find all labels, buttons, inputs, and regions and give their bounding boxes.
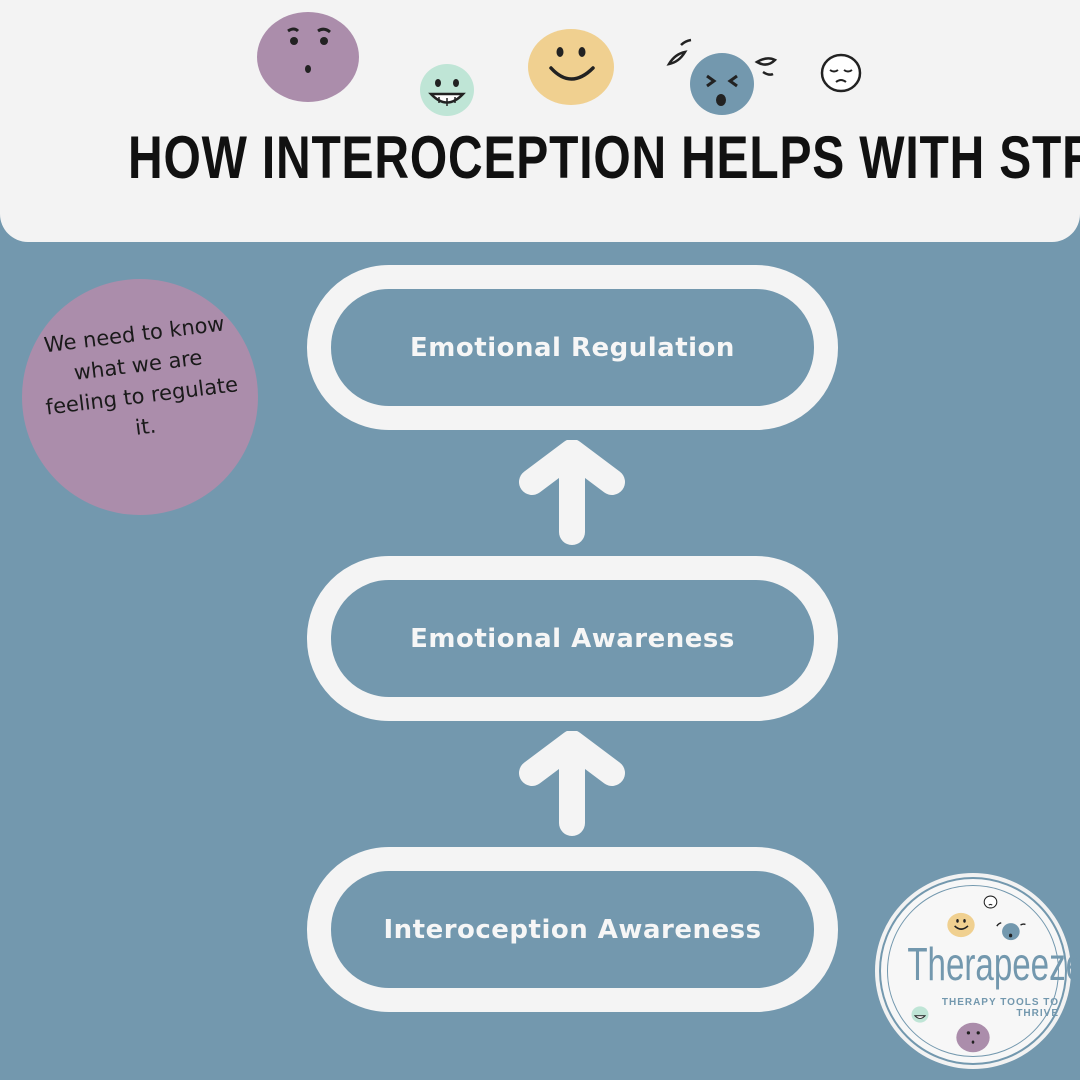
arrow-up-icon bbox=[519, 731, 625, 837]
logo-sad-face-icon bbox=[983, 895, 998, 909]
step-label: Interoception Awareness bbox=[383, 914, 762, 945]
logo-name: Therapeeze bbox=[907, 938, 1080, 990]
step-label: Emotional Regulation bbox=[410, 332, 735, 363]
brand-logo: Therapeeze THERAPY TOOLS TO THRIVE bbox=[879, 877, 1080, 1065]
header-panel: HOW INTEROCEPTION HELPS WITH STRONG EMOT… bbox=[0, 0, 1080, 242]
logo-ring bbox=[887, 885, 1059, 1057]
logo-tagline: THERAPY TOOLS TO THRIVE bbox=[941, 997, 1059, 1019]
page-title: HOW INTEROCEPTION HELPS WITH STRONG EMOT… bbox=[128, 124, 1080, 191]
logo-worried-face-icon bbox=[956, 1022, 990, 1053]
step-emotional-regulation: Emotional Regulation bbox=[307, 265, 838, 430]
step-interoception-awareness: Interoception Awareness bbox=[307, 847, 838, 1012]
step-label: Emotional Awareness bbox=[410, 623, 735, 654]
arrow-up-icon bbox=[519, 440, 625, 546]
sad-face-icon bbox=[820, 53, 862, 93]
worried-face-icon bbox=[256, 11, 360, 103]
smiling-face-icon bbox=[527, 28, 615, 106]
logo-smiling-face-icon bbox=[947, 912, 975, 938]
logo-grinning-face-icon bbox=[911, 1006, 929, 1023]
crying-face-icon bbox=[665, 38, 780, 118]
logo-crying-face-icon bbox=[993, 919, 1029, 941]
note-text: We need to know what we are feeling to r… bbox=[42, 311, 240, 440]
note-bubble: We need to know what we are feeling to r… bbox=[22, 279, 258, 515]
step-emotional-awareness: Emotional Awareness bbox=[307, 556, 838, 721]
grinning-face-icon bbox=[419, 63, 475, 117]
